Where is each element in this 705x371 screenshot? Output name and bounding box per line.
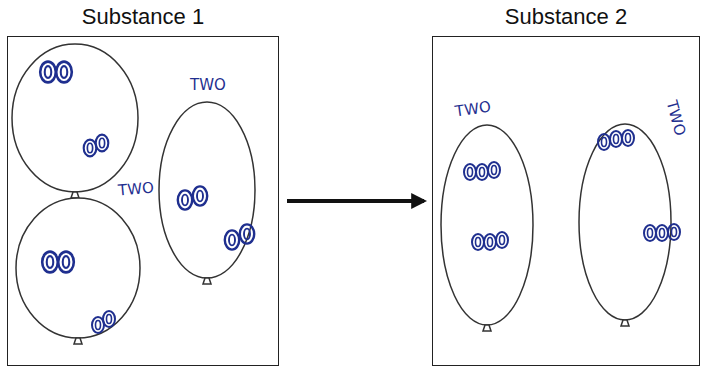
atom <box>193 186 207 205</box>
atom <box>656 225 668 241</box>
atom <box>96 135 109 152</box>
atom <box>622 130 634 146</box>
atom <box>103 311 115 327</box>
balloon-label: TWO <box>117 178 154 199</box>
atom <box>496 232 508 248</box>
atom <box>598 134 610 150</box>
atom <box>56 62 72 83</box>
substance-panel: Substance 2 <box>432 2 700 366</box>
balloon-label: TWO <box>190 76 226 94</box>
panel-frame <box>432 36 700 366</box>
balloon-label: TWO <box>454 98 492 121</box>
atom <box>668 224 680 240</box>
panel-frame <box>7 36 279 366</box>
atom <box>644 225 656 241</box>
panel-heading: Substance 2 <box>432 2 700 32</box>
atom <box>610 131 622 147</box>
atom <box>178 190 192 209</box>
atom <box>476 164 488 180</box>
balloon-knot <box>71 192 79 198</box>
reaction-arrow <box>287 199 424 203</box>
atom <box>488 162 500 178</box>
balloon <box>12 44 138 192</box>
balloon <box>441 125 533 325</box>
balloon-knot <box>203 278 211 284</box>
atom <box>484 234 496 250</box>
panel-heading: Substance 1 <box>7 2 279 32</box>
atom <box>472 234 484 250</box>
atom <box>240 224 254 243</box>
atom <box>225 230 239 249</box>
atom <box>58 252 74 273</box>
balloon-knot <box>74 338 82 344</box>
atom <box>464 164 476 180</box>
balloon-label: TWO <box>663 98 690 137</box>
atom <box>40 62 56 83</box>
balloon <box>579 124 671 320</box>
balloon-knot <box>621 320 629 326</box>
balloon-knot <box>483 325 491 331</box>
molecules <box>40 62 680 333</box>
balloon <box>16 198 140 338</box>
atom <box>42 252 58 273</box>
atom <box>84 140 97 157</box>
balloon <box>159 102 255 278</box>
